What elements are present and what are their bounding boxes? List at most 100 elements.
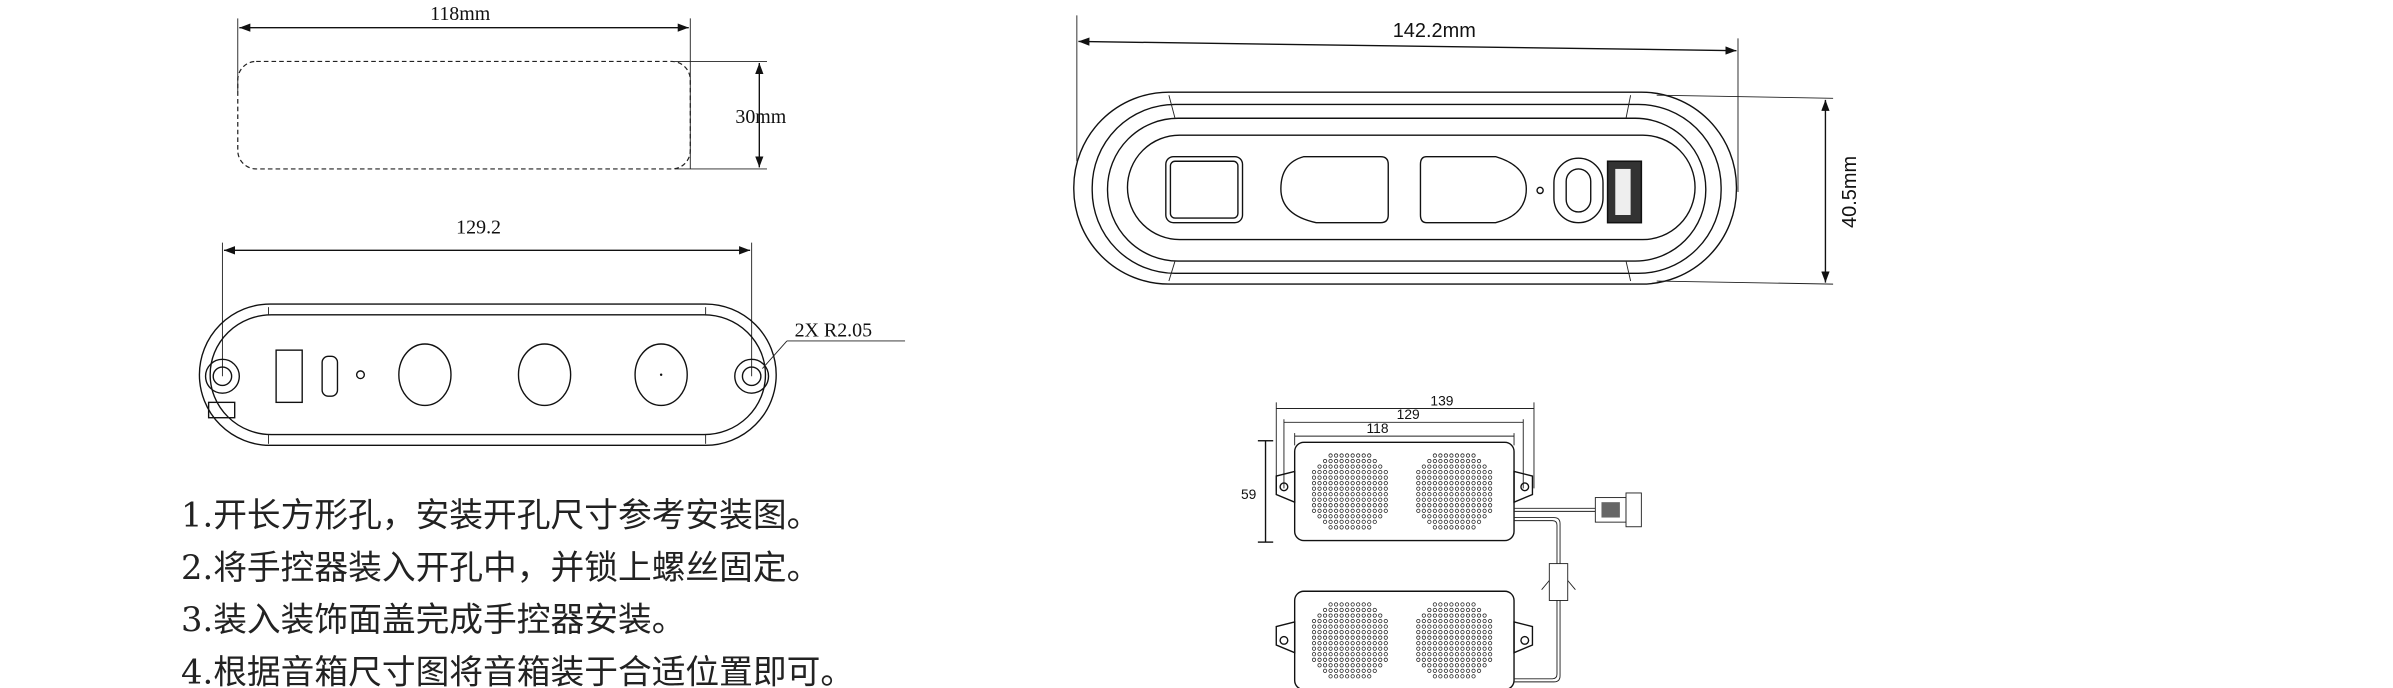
grille-hole [1460,663,1465,668]
button-hole [517,343,572,407]
grille-hole [1328,458,1333,464]
grille-hole [1427,663,1432,668]
grille-hole [1488,486,1493,491]
grille-hole [1345,470,1350,475]
grille-hole [1454,519,1460,524]
grille-hole [1334,602,1339,607]
grille-hole [1378,624,1383,629]
grille-hole [1311,646,1317,651]
grille-hole [1334,475,1339,480]
grille-hole [1449,486,1454,491]
grille-hole [1443,674,1448,679]
grille-hole [1311,503,1317,508]
grille-hole [1465,503,1471,508]
grille-hole [1339,497,1344,502]
grille-hole [1465,508,1471,513]
grille-hole [1482,652,1487,657]
grille-hole [1443,657,1448,662]
grille-hole [1432,641,1437,646]
grille-hole [1460,635,1465,640]
grille-hole [1361,668,1366,673]
grille-hole [1334,470,1339,475]
grille-hole [1383,630,1388,635]
grille-hole [1427,475,1432,480]
grille-hole [1361,492,1366,497]
grille-hole [1471,652,1476,657]
grille-hole [1482,641,1487,646]
grille-hole [1443,475,1448,480]
grille-hole [1356,486,1361,491]
grille-hole [1427,657,1432,662]
grille-hole [1328,607,1333,613]
grille-hole [1443,525,1448,530]
grille-hole [1367,641,1372,646]
grille-hole [1361,657,1366,662]
speaker-dim-118: 118 [1367,420,1389,436]
grille-hole [1488,635,1493,640]
grille-hole [1311,635,1317,640]
grille-hole [1311,624,1317,629]
grille-hole [1378,635,1383,640]
grille-hole [1361,663,1366,668]
grille-hole [1416,481,1421,486]
grille-hole [1378,613,1383,618]
note-3: 3.装入装饰面盖完成手控器安装。 [181,600,685,639]
grille-hole [1328,668,1333,673]
grille-hole [1421,613,1426,618]
grille-hole [1488,641,1493,646]
grille-hole [1334,652,1339,657]
grille-hole [1367,497,1372,502]
grille-hole [1443,458,1448,464]
grille-hole [1339,508,1344,513]
grille-hole [1322,663,1328,668]
grille-hole [1350,668,1355,673]
grille-hole [1432,481,1437,486]
grille-hole [1334,657,1339,662]
grille-hole [1311,497,1317,502]
grille-hole [1427,630,1432,635]
grille-hole [1465,674,1471,679]
grille-hole [1356,470,1361,475]
grille-hole [1421,508,1426,513]
grille-hole [1454,668,1460,673]
grille-hole [1322,508,1328,513]
grille-hole [1356,464,1361,469]
grille-hole [1443,481,1448,486]
grille-hole [1328,663,1333,668]
grille-hole [1383,641,1388,646]
grille-hole [1443,486,1448,491]
grille-hole [1311,481,1317,486]
grille-hole [1460,668,1465,673]
grille-hole [1465,657,1471,662]
grille-hole [1443,630,1448,635]
grille-hole [1471,674,1476,679]
speaker-grille [1416,602,1493,679]
grille-hole [1449,618,1454,624]
grille-hole [1432,663,1437,668]
grille-hole [1476,486,1482,491]
grille-hole [1465,481,1471,486]
grille-hole [1345,646,1350,651]
grille-hole [1421,641,1426,646]
grille-hole [1334,613,1339,618]
grille-hole [1317,635,1322,640]
grille-hole [1454,503,1460,508]
grille-hole [1345,481,1350,486]
grille-hole [1488,503,1493,508]
grille-hole [1449,602,1454,607]
grille-hole [1449,657,1454,662]
grille-hole [1361,481,1366,486]
grille-hole [1328,475,1333,480]
grille-hole [1465,464,1471,469]
grille-hole [1345,508,1350,513]
grille-hole [1339,486,1344,491]
grille-hole [1322,624,1328,629]
grille-hole [1416,624,1421,629]
grille-hole [1356,607,1361,613]
grille-hole [1438,497,1443,502]
grille-hole [1443,514,1448,519]
grille-hole [1476,497,1482,502]
grille-hole [1476,624,1482,629]
grille-hole [1482,646,1487,651]
grille-hole [1367,486,1372,491]
